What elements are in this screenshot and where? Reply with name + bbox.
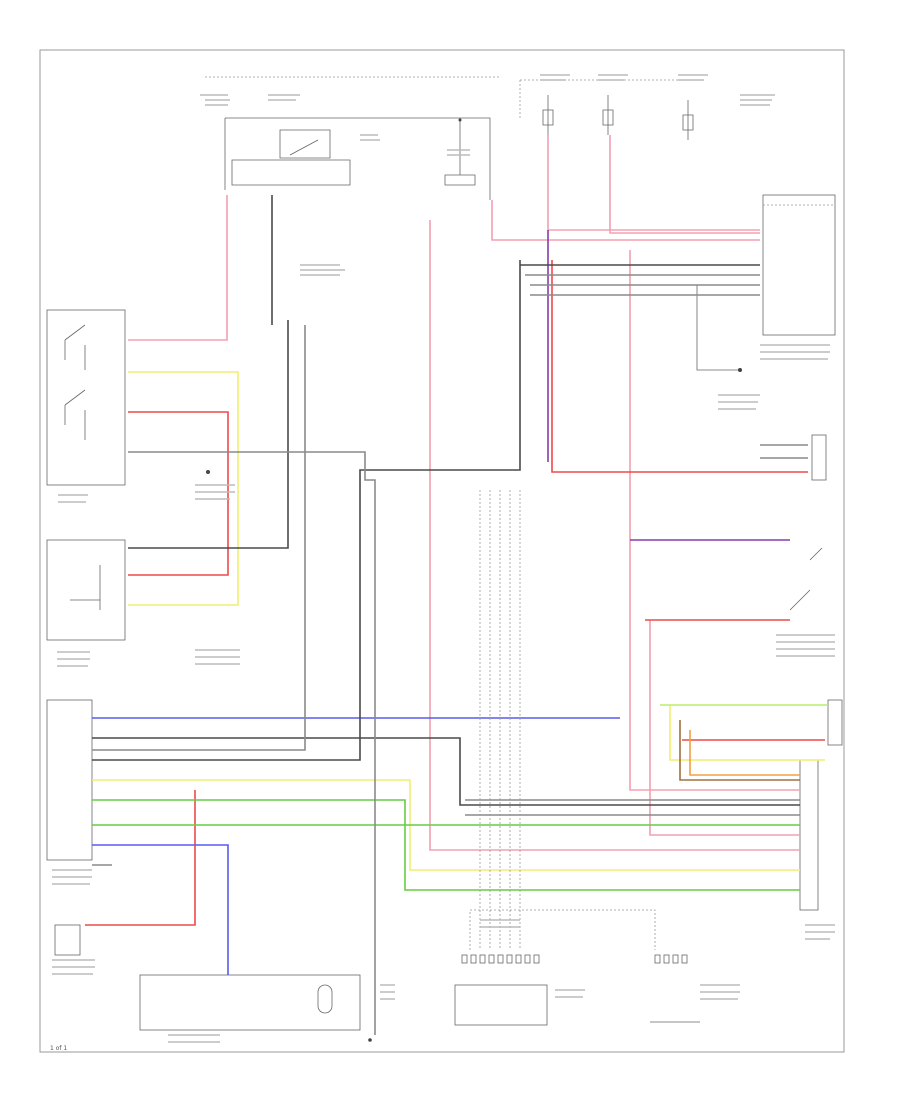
connector-right-lower xyxy=(827,699,843,746)
wire-pink-1 xyxy=(128,195,228,341)
splice-dot xyxy=(738,368,742,372)
control-module-right-top xyxy=(762,194,836,336)
splice-dot xyxy=(368,1038,372,1042)
wire-green-2 xyxy=(92,799,800,891)
wire-orange-1 xyxy=(689,730,800,776)
motor-unit-bottom-left xyxy=(54,924,81,956)
ground-symbol-upper-right xyxy=(696,285,742,372)
wire-grey-4 xyxy=(92,325,306,751)
motor-bottom xyxy=(317,984,333,1014)
wire-grey-2 xyxy=(530,284,760,296)
ignition-switch-left xyxy=(46,309,126,486)
wire-black-3 xyxy=(128,320,289,549)
wire-black-4 xyxy=(92,737,800,806)
pressure-switch-icon xyxy=(789,547,823,611)
wire-pink-5 xyxy=(629,250,800,791)
control-module-right-bottom xyxy=(799,759,819,911)
connector-pins-bottom-center xyxy=(454,954,548,1026)
hot-at-all-times-line xyxy=(519,79,700,120)
harness-bracket xyxy=(469,909,656,950)
connector-right-mid xyxy=(811,434,827,481)
wire-pink-7 xyxy=(429,220,800,851)
wire-grey-6 xyxy=(465,799,800,816)
wire-yellow-3 xyxy=(669,705,825,761)
ignition-relay-block xyxy=(224,117,491,200)
fuse-group-top-right xyxy=(542,95,694,140)
splice-dot xyxy=(206,470,210,474)
sensor-element xyxy=(70,565,101,610)
wire-blue-2 xyxy=(92,844,229,975)
wire-orange-2 xyxy=(679,720,800,781)
switch-contact-icon xyxy=(64,324,86,440)
sensor-module-left xyxy=(46,539,126,641)
wire-pink-4 xyxy=(609,135,760,234)
wire-grey-3 xyxy=(128,451,376,1035)
control-unit-bottom xyxy=(139,974,361,1031)
wire-yellow-1 xyxy=(128,371,239,606)
connector-pins-bottom-right xyxy=(650,954,700,1023)
wire-black-2 xyxy=(92,260,521,761)
diagram-frame xyxy=(39,49,845,1053)
wire-pink-3 xyxy=(547,135,760,231)
wire-red-3 xyxy=(85,790,196,926)
wire-red-1 xyxy=(128,411,229,576)
wire-pink-2 xyxy=(491,200,760,241)
wire-pink-6 xyxy=(649,620,800,836)
diagnostic-connector-left xyxy=(46,699,93,861)
page-number: 1 of 1 xyxy=(50,1045,67,1052)
wire-red-2 xyxy=(551,260,808,473)
fine-print-labels xyxy=(52,74,835,1043)
harness-lines-bottom xyxy=(479,490,521,950)
wire-grey-5 xyxy=(760,444,808,459)
